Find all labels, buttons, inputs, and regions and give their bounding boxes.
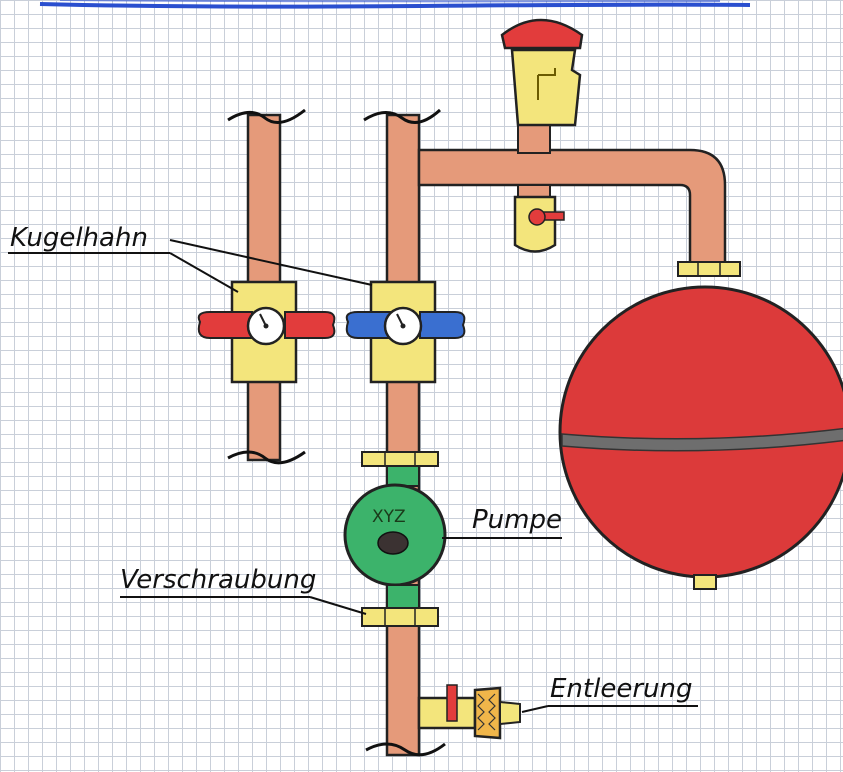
label-entleerung: Entleerung: [550, 674, 692, 704]
upper-union: [362, 452, 438, 486]
cap-valve: [515, 185, 564, 252]
safety-valve: [502, 20, 582, 153]
circulation-pump: XYZ: [345, 485, 445, 610]
ball-valve-callout: Kugelhahn: [8, 223, 372, 292]
middle-ball-valve: [347, 282, 465, 382]
pump-marking: XYZ: [372, 507, 406, 527]
vessel-supply-pipe: [419, 150, 725, 265]
label-kugelhahn: Kugelhahn: [10, 223, 148, 253]
pump-callout: Pumpe: [442, 505, 562, 538]
drain-valve: [419, 685, 520, 738]
label-verschraubung: Verschraubung: [120, 565, 316, 595]
drain-callout: Entleerung: [522, 674, 698, 712]
title-underline: [40, 0, 750, 7]
union-callout: Verschraubung: [120, 565, 366, 614]
label-pumpe: Pumpe: [472, 505, 562, 535]
lower-union: [362, 608, 438, 626]
expansion-vessel: [560, 262, 843, 589]
middle-pipe: [364, 110, 445, 755]
left-ball-valve: [199, 282, 335, 382]
